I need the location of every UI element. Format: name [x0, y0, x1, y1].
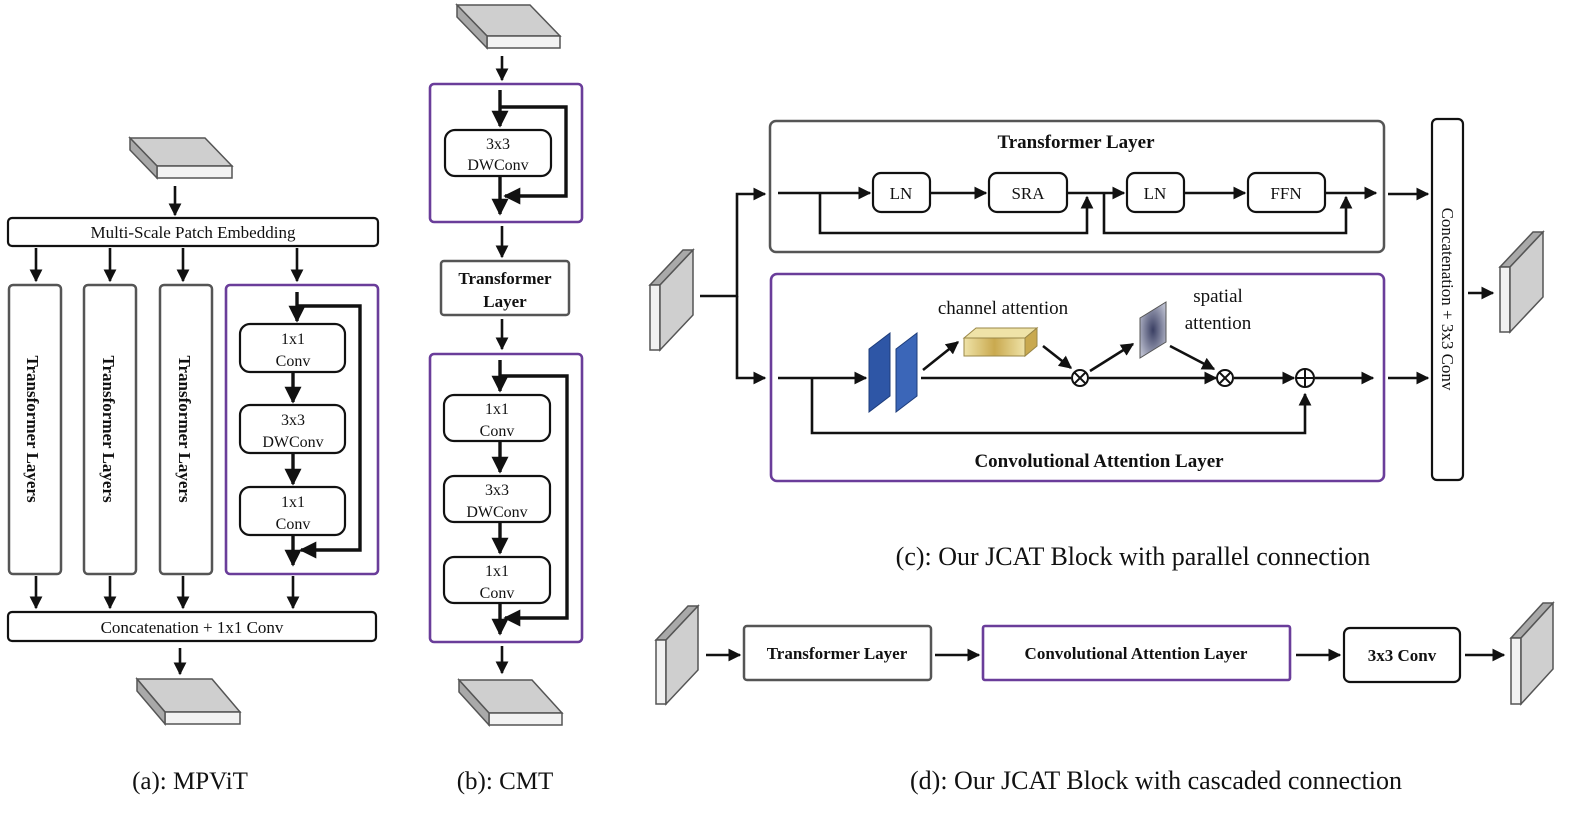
conv1x1-top-line2: Conv: [276, 353, 311, 370]
cmt-dwconv-mid-line2: DWConv: [466, 504, 527, 521]
channel-features-icon: [868, 331, 918, 414]
multiply-1-icon: [1071, 369, 1089, 387]
parallel-caption: (c): Our JCAT Block with parallel connec…: [896, 542, 1371, 571]
cmt-output-slab: [457, 678, 564, 727]
concat-box: [6, 610, 378, 643]
conv-attention-box: [769, 272, 1386, 483]
dwconv3x3-line1: 3x3: [281, 412, 305, 429]
cascaded-output-slab: [1509, 601, 1555, 706]
spatial-attention-label-2: attention: [1185, 313, 1252, 334]
cmt-transformer-box: [439, 259, 571, 317]
cmt-conv1x1-top-line2: Conv: [480, 423, 515, 440]
cmt-input-slab: [455, 3, 562, 50]
conv1x1-bottom: [238, 485, 347, 537]
parallel-input-slab: [648, 248, 695, 352]
cascaded-conv-attention-box: [981, 624, 1292, 682]
ln1-label: LN: [890, 184, 913, 203]
transformer-layers-1-label: Transformer Layers: [23, 355, 42, 503]
concat-label: Concatenation + 1x1 Conv: [101, 618, 284, 637]
cascaded-transformer-label: Transformer Layer: [767, 644, 908, 663]
ln2-label: LN: [1144, 184, 1167, 203]
transformer-layers-3: [158, 283, 214, 576]
cmt-panel: 3x3 DWConv Transformer Layer 1x1 Conv 3x…: [428, 3, 584, 795]
ffn-box: [1246, 171, 1327, 214]
parallel-concat-box: [1430, 117, 1465, 482]
conv-attention-title: Convolutional Attention Layer: [974, 451, 1224, 472]
cmt-conv1x1-bottom-line2: Conv: [480, 585, 515, 602]
conv1x1-bottom-line1: 1x1: [281, 494, 305, 511]
cmt-conv1x1-bottom: [442, 555, 552, 605]
cmt-irffn-block: [428, 352, 584, 644]
add-icon: [1295, 368, 1315, 388]
cascaded-input-slab: [654, 604, 700, 706]
parallel-output-slab: [1498, 230, 1545, 334]
dwconv3x3-line2: DWConv: [262, 434, 323, 451]
conv1x1-top: [238, 322, 347, 374]
cascaded-caption: (d): Our JCAT Block with cascaded connec…: [910, 766, 1402, 795]
spatial-attention-label-1: spatial: [1193, 286, 1243, 307]
transformer-layers-1: [7, 283, 63, 576]
cmt-dwconv-top-line1: 3x3: [486, 136, 510, 153]
transformer-layers-3-label: Transformer Layers: [175, 355, 194, 503]
cmt-caption: (b): CMT: [457, 768, 554, 795]
conv1x1-bottom-line2: Conv: [276, 516, 311, 533]
cascaded-jcat-panel: Transformer Layer Convolutional Attentio…: [654, 601, 1555, 795]
cmt-transformer-line2: Layer: [483, 292, 527, 311]
cmt-transformer-line1: Transformer: [458, 269, 552, 288]
conv1x1-top-line1: 1x1: [281, 331, 305, 348]
cmt-lpu-block: [428, 82, 584, 224]
transformer-layers-2-label: Transformer Layers: [99, 355, 118, 503]
cmt-dwconv-mid-line1: 3x3: [485, 482, 509, 499]
output-feature-slab: [135, 676, 242, 727]
sra-label: SRA: [1011, 184, 1045, 203]
ln1-box: [871, 171, 932, 214]
cascaded-conv-box: [1342, 626, 1462, 684]
multiply-2-icon: [1216, 369, 1234, 387]
cmt-dwconv-mid: [442, 474, 552, 524]
cascaded-transformer-box: [742, 624, 933, 682]
patch-embedding-label: Multi-Scale Patch Embedding: [91, 223, 296, 242]
patch-embedding-box: [6, 216, 380, 248]
parallel-concat-label: Concatenation + 3x3 Conv: [1438, 208, 1457, 391]
cmt-dwconv-top-line2: DWConv: [467, 157, 528, 174]
parallel-transformer-box: [768, 119, 1386, 254]
channel-attention-icon: [962, 326, 1039, 358]
ln2-box: [1125, 171, 1186, 214]
dwconv3x3: [238, 403, 347, 455]
ffn-label: FFN: [1270, 184, 1301, 203]
channel-attention-label: channel attention: [938, 298, 1069, 319]
cascaded-conv-attention-label: Convolutional Attention Layer: [1025, 644, 1248, 663]
parallel-transformer-title: Transformer Layer: [997, 132, 1155, 153]
cmt-conv1x1-top: [442, 393, 552, 443]
input-feature-slab: [128, 136, 234, 180]
transformer-layers-2: [82, 283, 138, 576]
sra-box: [987, 171, 1069, 214]
cascaded-conv-label: 3x3 Conv: [1368, 646, 1437, 665]
mpvit-panel: Multi-Scale Patch Embedding Transformer …: [6, 136, 380, 795]
cmt-conv1x1-bottom-line1: 1x1: [485, 563, 509, 580]
cmt-conv1x1-top-line1: 1x1: [485, 401, 509, 418]
conv-branch: [224, 283, 380, 576]
spatial-attention-icon: [1139, 301, 1167, 359]
cmt-dwconv-top: [443, 128, 553, 178]
parallel-jcat-panel: Transformer Layer LN SRA LN FFN: [648, 117, 1545, 571]
mpvit-caption: (a): MPViT: [132, 768, 248, 795]
